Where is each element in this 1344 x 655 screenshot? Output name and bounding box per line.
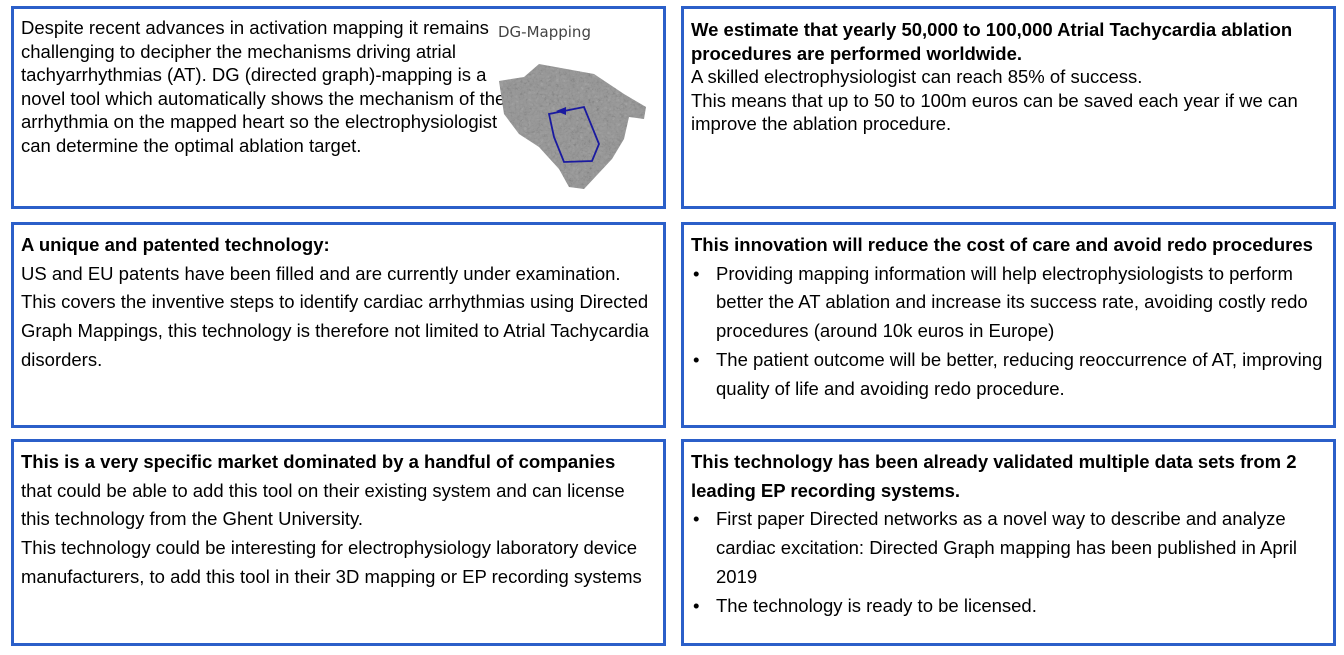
bullet-item: The patient outcome will be better, redu… [691,346,1325,403]
panel-line: This covers the inventive steps to ident… [21,291,649,370]
heart-map-image [499,64,646,189]
bullet-item: First paper Directed networks as a novel… [691,505,1325,591]
panel-line: This means that up to 50 to 100m euros c… [691,89,1298,135]
bullet-item: Providing mapping information will help … [691,260,1325,346]
intro-panel: Despite recent advances in activation ma… [11,6,666,209]
panel-heading: We estimate that yearly 50,000 to 100,00… [691,19,1293,64]
panel-heading: This is a very specific market dominated… [21,451,616,472]
market-panel: This is a very specific market dominated… [11,439,666,646]
panel-line: This technology could be interesting for… [21,537,642,587]
panel-line: A skilled electrophysiologist can reach … [691,66,1143,88]
panel-heading: A unique and patented technology: [21,234,330,255]
intro-text: Despite recent advances in activation ma… [21,17,506,156]
panel-line: that could be able to add this tool on t… [21,479,625,530]
panel-heading: This innovation will reduce the cost of … [691,234,1313,255]
panel-heading: This technology has been already validat… [691,451,1297,501]
bullet-item: The technology is ready to be licensed. [691,592,1325,621]
dg-mapping-figure: DG-Mapping [484,19,654,199]
validation-panel: This technology has been already validat… [681,439,1336,646]
cost-reduction-panel: This innovation will reduce the cost of … [681,222,1336,428]
market-estimate-panel: We estimate that yearly 50,000 to 100,00… [681,6,1336,209]
patent-panel: A unique and patented technology: US and… [11,222,666,428]
panel-line: US and EU patents have been filled and a… [21,262,621,284]
figure-title: DG-Mapping [498,23,591,41]
